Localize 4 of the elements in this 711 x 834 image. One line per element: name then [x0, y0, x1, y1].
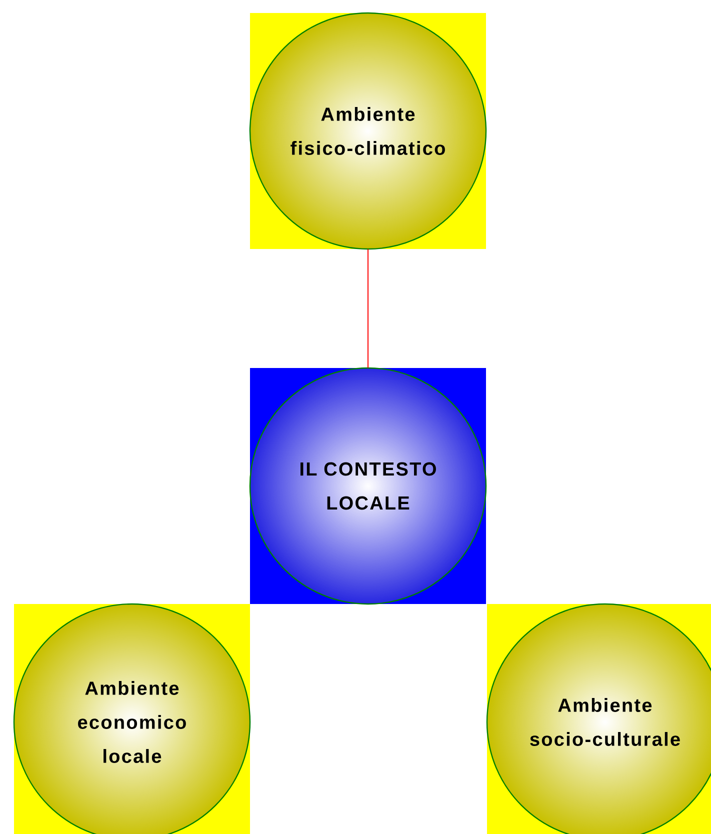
circle-node: Ambiente socio-culturale [486, 603, 711, 834]
circle-node: IL CONTESTO LOCALE [249, 367, 487, 605]
circle-node: Ambiente fisico-climatico [249, 12, 487, 250]
circle-node: Ambiente economico locale [13, 603, 251, 834]
